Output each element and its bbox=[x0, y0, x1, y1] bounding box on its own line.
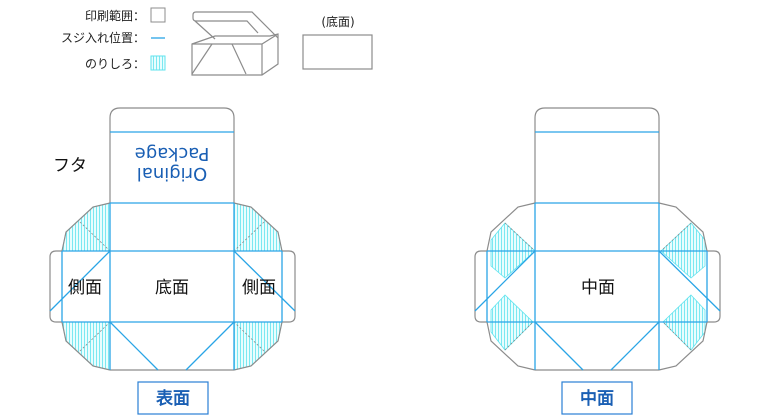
box-3d-icon bbox=[191, 11, 279, 76]
inner-caption-box bbox=[561, 381, 633, 415]
legend: 印刷範囲： スジ入れ位置： のりしろ： bbox=[61, 7, 166, 71]
front-net: フタ Original Package 側面 底面 側面 表面 bbox=[49, 107, 296, 415]
inner-caption: 中面 bbox=[580, 388, 614, 409]
legend-print-area-label: 印刷範囲： bbox=[85, 8, 145, 23]
glue-area bbox=[61, 202, 111, 252]
bottom-label: 底面 bbox=[155, 278, 189, 298]
svg-text:Package: Package bbox=[135, 143, 210, 164]
glue-area bbox=[233, 202, 283, 252]
inner-net: 中面 中面 bbox=[474, 107, 721, 415]
glue-swatch-icon bbox=[150, 55, 166, 71]
bottom-view-rect bbox=[302, 34, 373, 70]
side-right-label: 側面 bbox=[242, 278, 276, 298]
side-left-label: 側面 bbox=[68, 278, 102, 298]
print-area-swatch-icon bbox=[150, 7, 166, 23]
inner-center-label: 中面 bbox=[581, 278, 615, 298]
front-caption: 表面 bbox=[156, 388, 190, 409]
original-package-logo: Original Package bbox=[135, 143, 210, 184]
legend-crease-label: スジ入れ位置： bbox=[61, 30, 145, 45]
bottom-view-label: (底面) bbox=[321, 14, 354, 29]
legend-glue-label: のりしろ： bbox=[85, 57, 145, 71]
glue-area bbox=[61, 321, 111, 371]
front-caption-box bbox=[137, 381, 209, 415]
svg-text:Original: Original bbox=[137, 163, 207, 184]
lid-label: フタ bbox=[53, 156, 87, 176]
glue-area bbox=[233, 321, 283, 371]
